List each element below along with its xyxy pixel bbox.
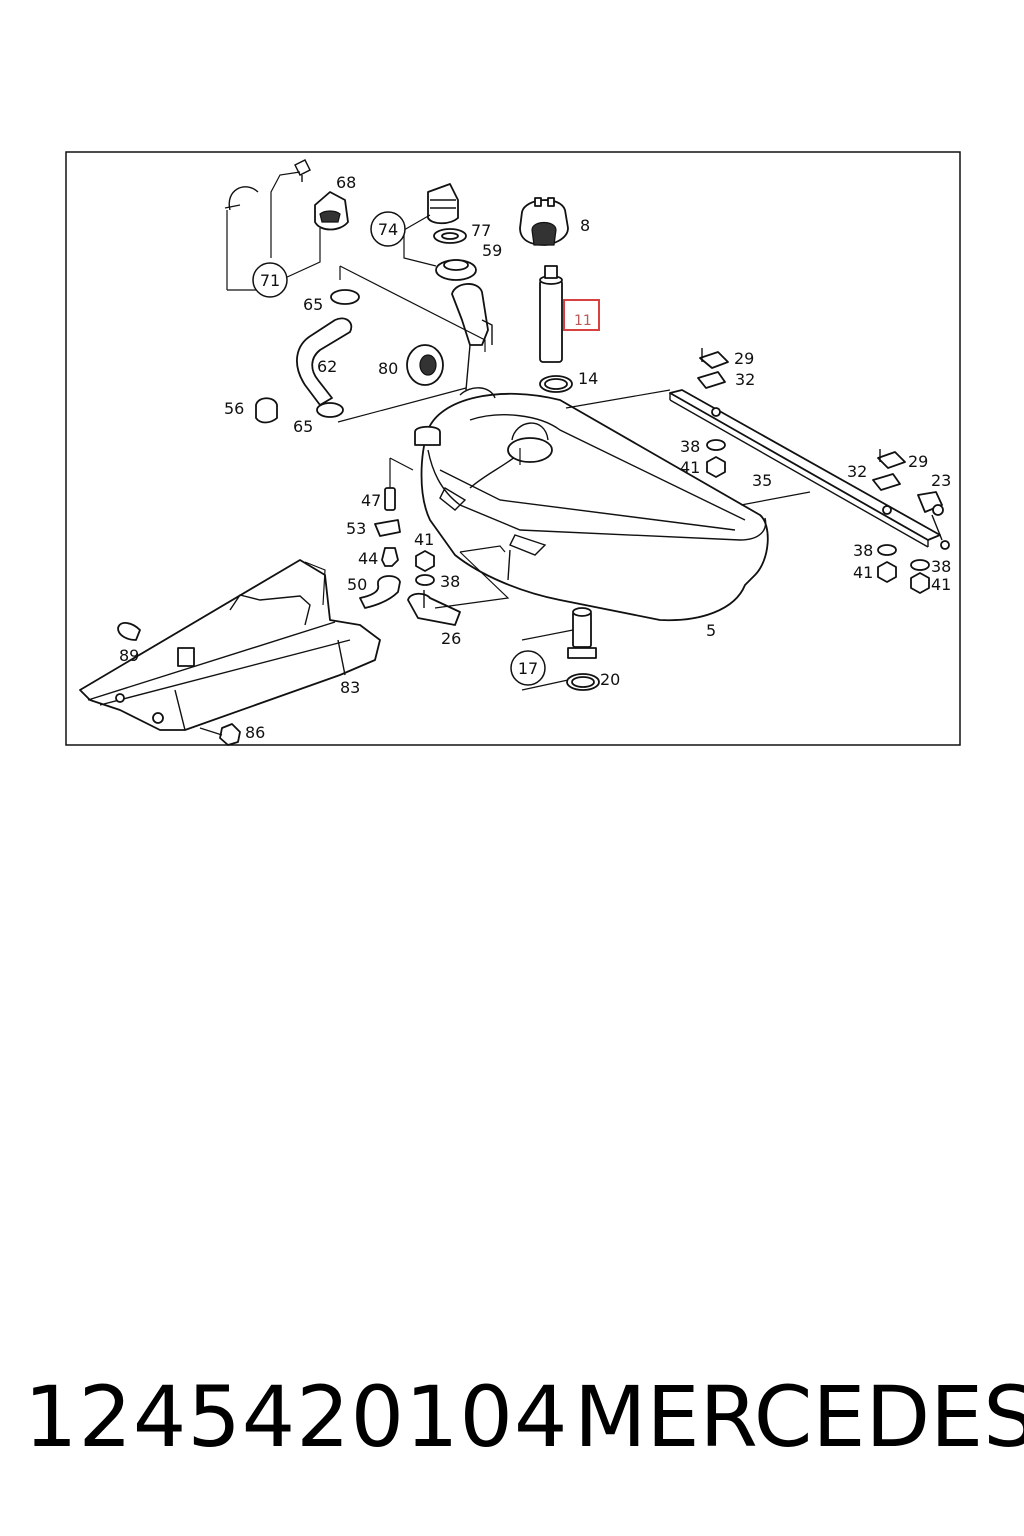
spacer-part-89[interactable] xyxy=(117,622,141,641)
label-59: 59 xyxy=(482,241,502,260)
label-86: 86 xyxy=(245,723,265,742)
label-41-top: 41 xyxy=(680,458,700,477)
hose-part-62[interactable] xyxy=(296,317,353,406)
parts-diagram: 71 74 17 68 77 59 8 11 65 62 80 14 29 32… xyxy=(65,151,961,746)
label-23: 23 xyxy=(931,471,951,490)
clamp-part-65[interactable] xyxy=(316,289,360,418)
label-83: 83 xyxy=(340,678,360,697)
grommet-part-80[interactable] xyxy=(406,344,444,386)
label-38-right-a: 38 xyxy=(853,541,873,560)
label-41-mid: 41 xyxy=(414,530,434,549)
label-26: 26 xyxy=(441,629,461,648)
filler-neck[interactable] xyxy=(451,283,493,391)
seal-part-14[interactable] xyxy=(539,375,573,393)
sender-unit-part-8[interactable] xyxy=(519,197,569,246)
label-62: 62 xyxy=(317,357,337,376)
label-38-top: 38 xyxy=(680,437,700,456)
nut-part-41[interactable] xyxy=(415,456,930,594)
label-29-right: 29 xyxy=(908,452,928,471)
label-32-top: 32 xyxy=(735,370,755,389)
label-77: 77 xyxy=(471,221,491,240)
svg-text:74: 74 xyxy=(378,220,398,239)
clip-part-71[interactable] xyxy=(224,159,311,211)
shield-part-83[interactable] xyxy=(79,559,381,731)
label-56: 56 xyxy=(224,399,244,418)
diagram-border xyxy=(65,151,961,746)
part-number-text: 1245420104 xyxy=(24,1368,569,1466)
washer-part-38[interactable] xyxy=(415,439,930,586)
bracket-part-29[interactable] xyxy=(699,348,906,469)
label-8: 8 xyxy=(580,216,590,235)
connector-part-23[interactable] xyxy=(917,491,950,550)
nut-part-86[interactable] xyxy=(219,723,241,746)
label-20: 20 xyxy=(600,670,620,689)
label-11[interactable]: 11 xyxy=(574,313,592,329)
bellows-part-68[interactable] xyxy=(314,191,349,231)
label-47: 47 xyxy=(361,491,381,510)
label-35: 35 xyxy=(752,471,772,490)
bracket-part-32[interactable] xyxy=(697,371,901,491)
clip-part-53[interactable] xyxy=(374,519,401,537)
label-5: 5 xyxy=(706,621,716,640)
label-38-right-b: 38 xyxy=(931,557,951,576)
fuel-tank-part-5[interactable] xyxy=(414,387,769,622)
gasket-part-77[interactable] xyxy=(433,228,467,244)
highlight-box-11 xyxy=(563,299,600,331)
grommet-part-59[interactable] xyxy=(435,259,477,281)
label-65-top: 65 xyxy=(303,295,323,314)
label-14: 14 xyxy=(578,369,598,388)
cap-part-74[interactable] xyxy=(427,183,459,225)
bracket-part-26[interactable] xyxy=(407,590,461,626)
label-89: 89 xyxy=(119,646,139,665)
svg-text:17: 17 xyxy=(518,659,538,678)
pin-part-47[interactable] xyxy=(384,487,396,511)
label-38-mid: 38 xyxy=(440,572,460,591)
label-53: 53 xyxy=(346,519,366,538)
label-50: 50 xyxy=(347,575,367,594)
brand-text: MERCEDES xyxy=(574,1368,1024,1466)
label-29-top: 29 xyxy=(734,349,754,368)
label-65-bottom: 65 xyxy=(293,417,313,436)
label-44: 44 xyxy=(358,549,378,568)
leader-lines xyxy=(199,171,811,736)
label-41-right-b: 41 xyxy=(931,575,951,594)
drain-plug-part-17[interactable] xyxy=(567,607,597,659)
callout-circle-74[interactable]: 74 xyxy=(370,211,406,247)
callout-circle-17[interactable]: 17 xyxy=(510,650,546,686)
label-41-right-a: 41 xyxy=(853,563,873,582)
label-68: 68 xyxy=(336,173,356,192)
label-80: 80 xyxy=(378,359,398,378)
seal-part-20[interactable] xyxy=(566,673,600,691)
elbow-part-50[interactable] xyxy=(359,575,401,609)
label-32-right: 32 xyxy=(847,462,867,481)
svg-text:71: 71 xyxy=(260,271,280,290)
grommet-part-56[interactable] xyxy=(255,397,278,424)
tube-part-11[interactable] xyxy=(539,265,563,363)
valve-part-44[interactable] xyxy=(381,547,399,567)
callout-circle-71[interactable]: 71 xyxy=(252,262,288,298)
